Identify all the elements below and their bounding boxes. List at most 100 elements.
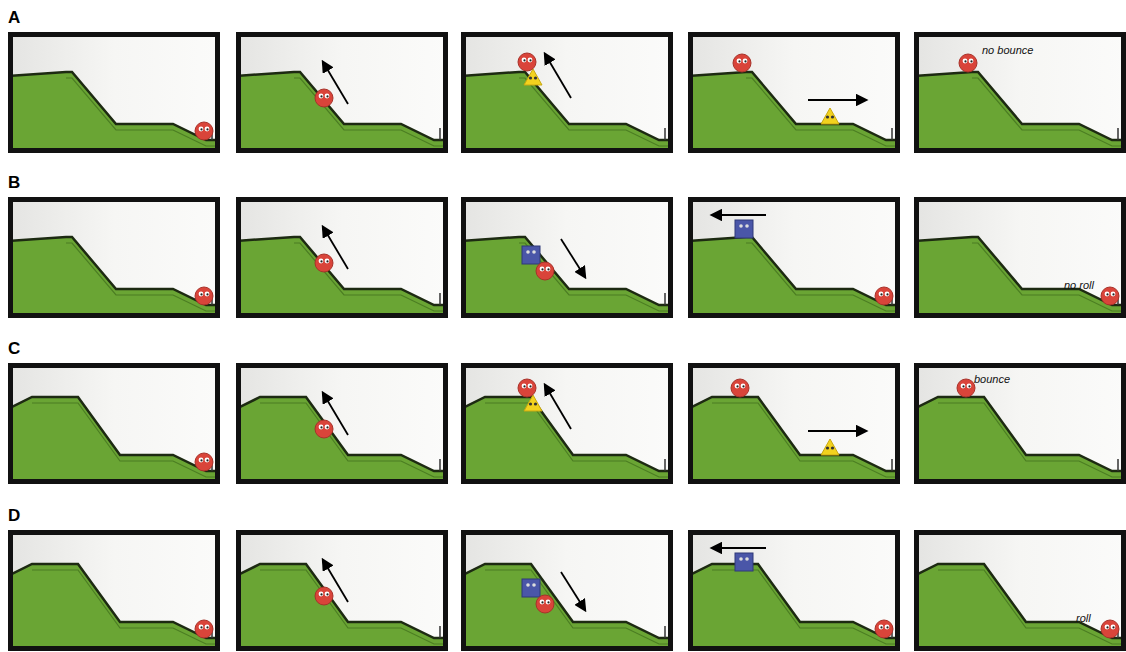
scene-frame <box>461 530 673 651</box>
pupil <box>970 60 972 62</box>
pupil <box>320 260 322 262</box>
hill-ledge <box>485 403 673 477</box>
square-character <box>522 579 540 597</box>
ball-character <box>195 453 213 471</box>
green-hill <box>461 237 673 318</box>
green-hill <box>236 72 448 153</box>
pupil <box>326 593 328 595</box>
eye <box>967 384 972 389</box>
ball-character <box>536 262 554 280</box>
hill-edge <box>461 564 673 638</box>
eye <box>319 259 324 264</box>
ball-character <box>195 122 213 140</box>
green-hill <box>236 397 448 484</box>
frame-background <box>461 530 673 651</box>
green-hill <box>8 564 220 651</box>
frame-background <box>8 363 220 484</box>
pupil <box>206 128 208 130</box>
frame-background <box>914 363 1126 484</box>
pupil <box>206 459 208 461</box>
hill-ledge <box>66 243 220 311</box>
hill-ledge <box>972 78 1126 146</box>
eye <box>546 600 551 605</box>
goal-post <box>891 459 893 471</box>
goal-post <box>664 459 666 471</box>
pupil <box>529 385 531 387</box>
motion-arrow <box>712 214 766 216</box>
hill-edge <box>236 237 448 305</box>
pupil <box>326 426 328 428</box>
frame-background <box>461 197 673 318</box>
eye <box>319 425 324 430</box>
eye <box>205 625 210 630</box>
scene-frame <box>236 32 448 153</box>
eye <box>745 557 749 561</box>
green-hill <box>8 72 220 153</box>
green-hill <box>8 237 220 318</box>
pupil <box>547 601 549 603</box>
eye <box>529 402 532 405</box>
scene-frame <box>8 530 220 651</box>
green-hill <box>688 564 900 651</box>
frame-border <box>11 366 218 482</box>
green-hill <box>236 237 448 318</box>
hill-ledge <box>746 78 900 146</box>
outcome-caption: roll <box>1076 612 1091 624</box>
ball-character <box>875 620 893 638</box>
frame-border <box>239 200 446 316</box>
eye <box>969 59 974 64</box>
green-hill <box>236 564 448 651</box>
eye <box>1111 625 1116 630</box>
eye <box>528 58 533 63</box>
hill-edge <box>8 237 220 305</box>
pupil <box>200 128 202 130</box>
eye <box>745 224 749 228</box>
hill-ledge <box>519 78 673 146</box>
square-character <box>522 246 540 264</box>
pupil <box>1106 293 1108 295</box>
frame-border <box>691 366 898 482</box>
frame-background <box>914 32 1126 153</box>
panel-letter: B <box>8 173 20 193</box>
frame-background <box>236 197 448 318</box>
ball <box>518 379 536 397</box>
square-character <box>735 553 753 571</box>
frame-background <box>688 197 900 318</box>
eye <box>737 59 742 64</box>
goal-post <box>439 626 441 638</box>
pupil <box>326 95 328 97</box>
frame-border <box>691 533 898 649</box>
hill-edge <box>914 564 1126 638</box>
pupil <box>880 293 882 295</box>
ball-character <box>315 89 333 107</box>
hill-ledge <box>32 570 220 644</box>
eye <box>534 76 537 79</box>
ball <box>518 53 536 71</box>
scene-frame <box>461 32 673 153</box>
eye <box>532 583 536 587</box>
scene-frame <box>688 363 900 484</box>
eye <box>199 625 204 630</box>
ball <box>957 379 975 397</box>
eye <box>743 59 748 64</box>
hill-edge <box>461 397 673 471</box>
goal-post <box>1117 128 1119 140</box>
goal-post <box>664 293 666 305</box>
eye <box>1105 625 1110 630</box>
pupil <box>320 593 322 595</box>
pupil <box>200 293 202 295</box>
eye <box>831 115 834 118</box>
eye <box>528 384 533 389</box>
ball <box>315 254 333 272</box>
pupil <box>200 626 202 628</box>
motion-arrow <box>561 239 585 277</box>
eye <box>540 600 545 605</box>
pupil <box>886 626 888 628</box>
frame-background <box>236 530 448 651</box>
outcome-caption: no roll <box>1064 279 1094 291</box>
scene-frame <box>8 197 220 318</box>
eye <box>199 458 204 463</box>
hill-edge <box>688 72 900 140</box>
pupil <box>968 385 970 387</box>
frame-border <box>239 35 446 151</box>
